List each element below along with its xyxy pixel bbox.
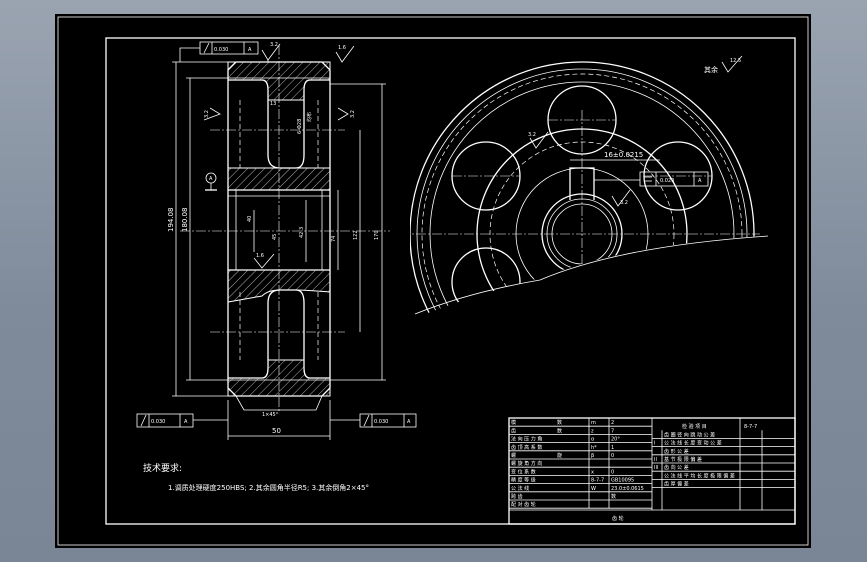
dim-outer-diameter: 194.08 — [167, 208, 175, 233]
title-block-param-cell: x — [591, 469, 594, 475]
title-block-param-cell: 7 — [611, 428, 614, 434]
check-row-cell: III — [654, 465, 658, 471]
front-view-annotations: 3.2 3.2 16±0.0215 0.020 A 其余 12.5 — [528, 55, 743, 207]
tol-top-value: 0.030 — [214, 47, 228, 53]
title-block-param-cell: 法 向 压 力 角 — [511, 436, 542, 443]
dim-hole-tol: 均布 — [306, 112, 313, 122]
title-block-param-cell: 模 — [511, 419, 516, 426]
check-row-cell: 公 法 线 平 均 长 度 极 限 偏 差 — [664, 472, 735, 479]
title-block-param-cell: 精 度 等 级 — [511, 477, 536, 484]
dim-root-diameter: 180.08 — [181, 208, 189, 233]
title-block-param-cell: 1 — [611, 445, 614, 451]
title-block-param-cell: m — [591, 420, 596, 426]
title-block-param-cell: 旋 — [557, 452, 562, 459]
title-block-param-cell: 齿 顶 高 系 数 — [511, 444, 542, 451]
drawing-sheet — [55, 14, 811, 548]
check-code: 8-7-7 — [744, 424, 757, 430]
title-block-param-cell: 齿 — [511, 428, 516, 434]
dim-hub-diameter: 122 — [353, 230, 359, 240]
title-block-param-cell: 跨 齿 — [511, 493, 523, 500]
tol-key-datum: A — [698, 178, 702, 184]
title-block-param-cell: 20° — [611, 437, 620, 443]
ra-keyway: 3.2 — [528, 132, 536, 138]
title-block-param-cell: 数 — [611, 493, 616, 500]
check-row-cell: 齿 圈 径 向 跳 动 公 差 — [664, 431, 715, 438]
title-block-param-cell: 螺 — [511, 452, 516, 459]
notes-title: 技术要求: — [143, 462, 182, 474]
dim-bore: 45 — [272, 234, 278, 240]
tol-br-value: 0.030 — [374, 419, 388, 425]
title-block-param-cell: 2 — [611, 420, 614, 426]
dim-chamfer: 1×45° — [262, 412, 279, 418]
ra-top-right: 1.6 — [338, 45, 346, 51]
check-row-cell: 齿 形 公 差 — [664, 448, 689, 455]
ra-bore: 1.6 — [256, 253, 264, 259]
tol-bl-value: 0.030 — [151, 419, 165, 425]
title-block-param-cell: α — [591, 437, 595, 443]
title-block-param-cell: β — [591, 453, 594, 459]
title-block-param-cell: 0 — [611, 469, 614, 475]
left-dimensions: 194.08 180.08 — [167, 61, 228, 397]
sheet-outer-border — [57, 16, 809, 546]
ra-keyway-side: 3.2 — [620, 200, 628, 206]
title-block-param-cell: 螺 旋 角 方 向 — [511, 460, 542, 467]
title-block-param-cell: 0 — [611, 453, 614, 459]
check-row-cell: 基 节 极 限 偏 差 — [664, 456, 702, 463]
check-row-cell: 齿 厚 偏 差 — [664, 481, 689, 488]
check-row-cell: I — [654, 441, 655, 447]
tol-bl-datum: A — [184, 419, 188, 425]
tolerance-frame-top: 0.030 A — [179, 41, 259, 62]
bottom-dimensions: 50 1×45° 0.030 A 0.030 A — [136, 395, 417, 440]
dim-key: 42.3 — [299, 227, 305, 238]
title-block-param-cell: 数 — [557, 419, 562, 426]
dim-bore-hole: 74 — [331, 236, 337, 242]
check-row-cell: 齿 向 公 差 — [664, 464, 689, 471]
front-view — [410, 61, 769, 320]
dim-rim-diameter: 170 — [374, 230, 380, 240]
dim-thread: 6-Φ28 — [297, 119, 303, 134]
dim-width: 50 — [272, 427, 281, 435]
title-block-param-cell: h* — [591, 445, 597, 451]
title-block-param-cell: 8-7-7 — [591, 478, 604, 484]
datum-label: A — [209, 176, 213, 182]
tol-top-datum: A — [248, 47, 252, 53]
title-block-param-cell: W — [591, 486, 596, 492]
dim-web-pcd: 40 — [247, 216, 253, 222]
title-block-param-cell: GB10095 — [611, 478, 634, 484]
dim-keyway-width: 16±0.0215 — [604, 151, 643, 159]
check-row-cell: II — [654, 457, 657, 463]
roughness-marks: 3.2 1.6 3.2 3.2 1.6 — [203, 42, 356, 269]
title-block-param-cell: 数 — [557, 427, 562, 434]
tol-key-value: 0.020 — [660, 178, 674, 184]
tol-br-datum: A — [407, 419, 411, 425]
ra-right-hub: 3.2 — [350, 110, 356, 118]
ra-left-upper: 3.2 — [204, 110, 210, 118]
dim-hub-width: 13 — [270, 101, 276, 107]
ra-other: 12.5 — [730, 58, 741, 64]
title-block-param-cell: 公 法 线 — [511, 485, 529, 492]
section-view — [180, 45, 390, 412]
title-block-param-cell: 配 对 齿 轮 — [511, 501, 536, 508]
other-label: 其余 — [704, 65, 718, 74]
ra-top-face: 3.2 — [270, 42, 278, 48]
check-row-cell: 公 法 线 长 度 变 动 公 差 — [664, 440, 722, 447]
title-block-param-cell: z — [591, 428, 594, 434]
title-block-bottom: 齿 轮 — [612, 515, 624, 522]
sheet-inner-border — [105, 37, 796, 525]
notes-line1: 1.调质处理硬度250HBS; 2.其余圆角半径R5; 3.其余倒角2×45° — [168, 483, 369, 492]
right-dimensions: 170 122 74 42.3 40 45 6-Φ28 均布 13 — [247, 83, 386, 381]
check-header: 检 验 项 目 — [682, 423, 707, 430]
title-block-param-cell: 变 位 系 数 — [511, 468, 536, 475]
title-block-param-cell: 23.0±0.0615 — [611, 486, 644, 492]
datum-a-marker: A — [205, 172, 217, 191]
